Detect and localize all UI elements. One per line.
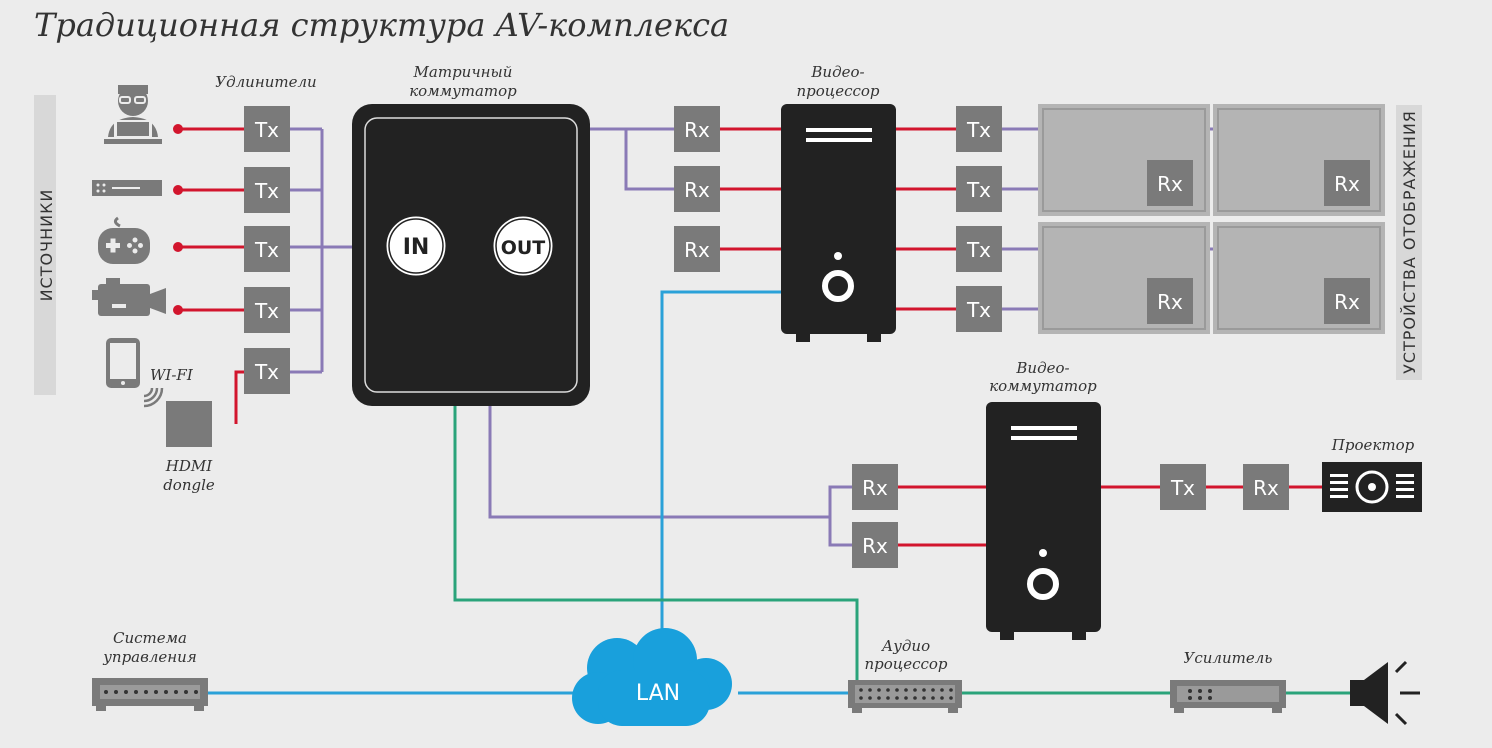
gamepad-icon: [98, 216, 150, 264]
rx-to-vswitch-wires: [898, 485, 986, 547]
tablet-icon: [106, 338, 140, 388]
tx-box: Tx: [956, 166, 1002, 212]
audio-label-line1: Аудио: [881, 637, 930, 655]
matrix-to-rx-wires: [590, 127, 674, 191]
control-system-device: [92, 678, 208, 711]
green-audio-wires: [453, 405, 1350, 695]
tx-box: Tx: [244, 167, 290, 213]
svg-text:Tx: Tx: [254, 179, 279, 203]
tx-box: Tx: [244, 106, 290, 152]
vproc-label-line1: Видео-: [810, 63, 864, 81]
audio-label-line2: процессор: [864, 655, 947, 673]
cloud-icon: LAN: [572, 628, 732, 726]
svg-text:Tx: Tx: [1170, 476, 1195, 500]
svg-text:Tx: Tx: [966, 118, 991, 142]
svg-text:Rx: Rx: [1157, 290, 1183, 314]
svg-text:Rx: Rx: [1334, 290, 1360, 314]
svg-text:Tx: Tx: [254, 238, 279, 262]
amplifier-device: [1170, 680, 1286, 713]
lan-label: LAN: [636, 681, 680, 706]
rx-box: Rx: [1147, 160, 1193, 206]
vproc-to-tx-wires: [896, 127, 956, 311]
extenders-label: Удлинители: [215, 73, 316, 91]
control-label-line2: управления: [102, 648, 197, 666]
rx-box: Rx: [1147, 278, 1193, 324]
tx-box: Tx: [244, 287, 290, 333]
rx-box: Rx: [1324, 278, 1370, 324]
rx-box: Rx: [674, 106, 720, 152]
out-label: OUT: [501, 237, 546, 259]
projector-label: Проектор: [1331, 436, 1415, 454]
video-switcher: [986, 402, 1101, 640]
rx-box: Rx: [1324, 160, 1370, 206]
vswitch-label-line1: Видео-: [1015, 359, 1069, 377]
svg-text:Tx: Tx: [966, 178, 991, 202]
tx-box: Tx: [244, 348, 290, 394]
svg-text:Rx: Rx: [862, 534, 888, 558]
svg-text:Rx: Rx: [862, 476, 888, 500]
rx-box: Rx: [1243, 464, 1289, 510]
wifi-icon: [143, 387, 164, 408]
vproc-label-line2: процессор: [796, 82, 879, 100]
video-camera-icon: [92, 278, 166, 316]
hdmi-dongle-box: [166, 401, 212, 447]
svg-text:Tx: Tx: [254, 299, 279, 323]
displays-label: УСТРОЙСТВА ОТОБРАЖЕНИЯ: [1400, 110, 1419, 374]
matrix-label-line1: Матричный: [413, 63, 513, 81]
lan-blue-wires: [208, 290, 848, 695]
svg-text:Rx: Rx: [684, 118, 710, 142]
matrix-to-lower-rx-wires: [488, 405, 852, 547]
rx-box: Rx: [852, 522, 898, 568]
rx-box: Rx: [674, 226, 720, 272]
tx-bus-wires: [290, 127, 352, 374]
svg-text:Tx: Tx: [966, 238, 991, 262]
source-red-wires: [173, 124, 244, 424]
projector-icon: [1322, 462, 1422, 512]
rx-to-vproc-wires: [720, 127, 781, 251]
tx-box: Tx: [244, 226, 290, 272]
amplifier-label: Усилитель: [1184, 649, 1273, 667]
in-label: IN: [403, 235, 430, 260]
tx-box: Tx: [1160, 464, 1206, 510]
svg-text:Tx: Tx: [966, 298, 991, 322]
tx-box: Tx: [956, 226, 1002, 272]
user-at-computer-icon: [104, 85, 162, 144]
rx-box: Rx: [674, 166, 720, 212]
video-processor: [781, 104, 896, 342]
rx-box: Rx: [852, 464, 898, 510]
svg-text:Rx: Rx: [684, 238, 710, 262]
hdmi-label-line2: dongle: [163, 476, 215, 494]
tx-box: Tx: [956, 106, 1002, 152]
svg-text:Rx: Rx: [1253, 476, 1279, 500]
svg-text:Tx: Tx: [254, 118, 279, 142]
control-label-line1: Система: [113, 629, 187, 647]
tx-box: Tx: [956, 286, 1002, 332]
hdmi-label-line1: HDMI: [165, 457, 213, 475]
audio-processor-device: [848, 680, 962, 713]
media-player-icon: [92, 180, 162, 196]
sources-bar: [34, 95, 56, 395]
matrix-label-line2: коммутатор: [409, 82, 517, 100]
matrix-switcher: IN OUT: [352, 104, 590, 406]
svg-text:Rx: Rx: [684, 178, 710, 202]
wifi-label: WI-FI: [150, 366, 194, 384]
svg-text:Tx: Tx: [254, 360, 279, 384]
sources-label: ИСТОЧНИКИ: [37, 189, 56, 302]
svg-text:Rx: Rx: [1334, 172, 1360, 196]
svg-text:Rx: Rx: [1157, 172, 1183, 196]
vswitch-label-line2: коммутатор: [989, 377, 1097, 395]
diagram-title: Традиционная структура AV-комплекса: [34, 6, 729, 44]
displays-bar: [1396, 105, 1422, 380]
speaker-icon: [1350, 660, 1420, 726]
